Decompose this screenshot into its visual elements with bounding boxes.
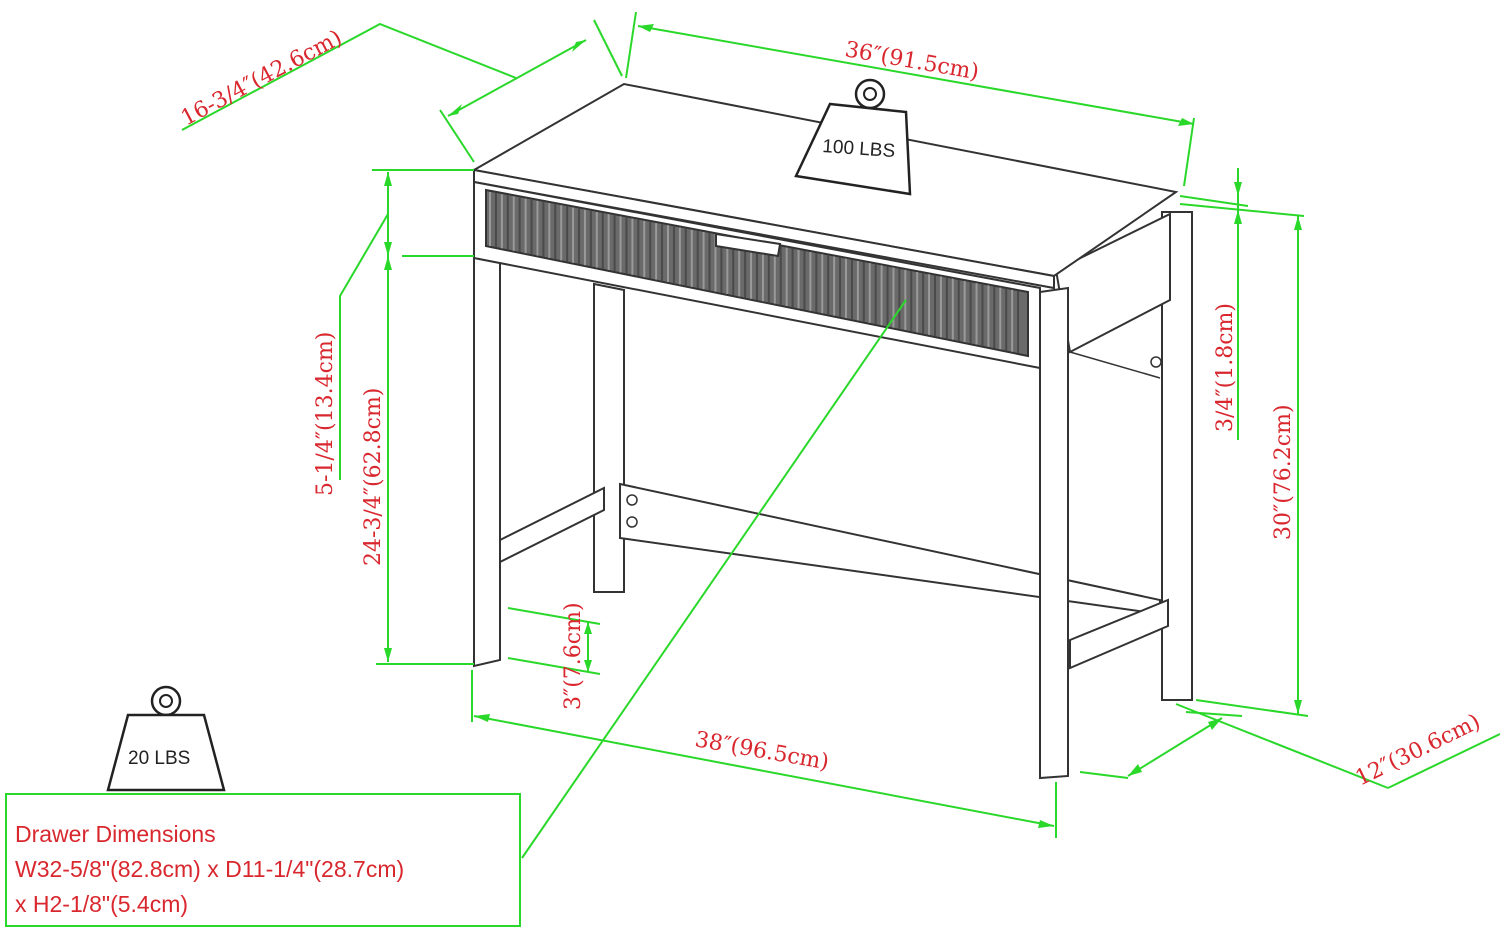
depth-base-ext: [1079, 771, 1129, 779]
depth-top-ext: [439, 109, 475, 163]
drawer-dimensions-line2: x H2-1/8"(5.4cm): [15, 891, 189, 917]
total-height-ext: [1195, 699, 1309, 717]
width-top-ext: [625, 11, 637, 79]
back-stretcher: [619, 482, 1161, 616]
back-left-leg: [593, 282, 625, 593]
dimension-lines: [181, 11, 1500, 859]
width-top-ext: [1183, 117, 1195, 187]
top-thickness-label: 3/4″(1.8cm): [1213, 303, 1238, 432]
screw-hole: [1150, 356, 1162, 368]
depth-top-label: 16-3/4″(42.6cm): [177, 25, 346, 131]
depth-top-ext: [593, 19, 623, 77]
depth-top-arrow-line: [447, 39, 587, 117]
width-base-arrow-line: [473, 715, 1055, 827]
drawer-dimensions-box: Drawer Dimensions W32-5/8"(82.8cm) x D11…: [5, 793, 521, 927]
total-height-label: 30″(76.2cm): [1271, 404, 1296, 540]
depth-base-ext: [1185, 711, 1243, 717]
weight-icon-drawer: 20 LBS: [106, 685, 226, 792]
desk-illustration: [471, 82, 1193, 780]
screw-hole: [626, 516, 638, 528]
width-top-label: 36″(91.5cm): [843, 37, 981, 85]
front-left-leg: [473, 248, 501, 668]
drawer-height-label: 5-1/4″(13.4cm): [313, 332, 338, 496]
leg-clearance-label: 24-3/4″(62.8cm): [361, 388, 386, 566]
drawer-height-leader: [339, 213, 389, 480]
screw-hole: [626, 494, 638, 506]
stretcher-ext-top: [507, 607, 601, 625]
drawer-flutes: [489, 192, 1020, 353]
apron-edge: [1069, 351, 1161, 379]
desktop-front-edge: [473, 168, 1055, 290]
stretcher-ext-bottom: [507, 657, 601, 675]
left-side-stretcher: [499, 486, 605, 564]
right-side-stretcher: [1069, 598, 1169, 670]
thickness-ext: [1179, 195, 1249, 207]
drawer-weight-label: 20 LBS: [128, 748, 190, 769]
front-right-leg: [1039, 286, 1069, 780]
depth-base-arrow-line: [1127, 717, 1223, 777]
weight-icon-top: 100 LBS: [794, 78, 912, 196]
back-right-leg: [1161, 211, 1193, 701]
thickness-ext: [1179, 203, 1305, 217]
drawer-callout-leader: [521, 299, 907, 859]
depth-top-leader: [181, 22, 517, 131]
depth-base-leader: [1387, 733, 1500, 789]
drawer-dimensions-title: Drawer Dimensions: [15, 821, 216, 847]
drawer-dimensions-line1: W32-5/8"(82.8cm) x D11-1/4"(28.7cm): [15, 856, 405, 882]
width-top-arrow-line: [637, 25, 1195, 125]
depth-base-leader: [1175, 703, 1389, 789]
drawer-pull: [715, 232, 782, 258]
stretcher-height-label: 3″(7.6cm): [561, 602, 586, 710]
width-base-label: 38″(96.5cm): [693, 727, 831, 775]
arrowheads: [384, 24, 1302, 828]
top-weight-label: 100 LBS: [822, 136, 896, 162]
